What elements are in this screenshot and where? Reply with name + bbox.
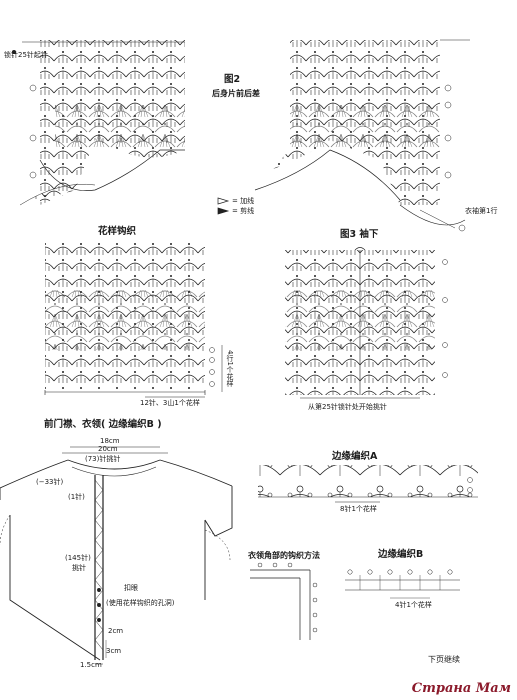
fig2-left-panel — [19, 40, 185, 206]
sleeve-start-label: 衣袖第1行 — [465, 207, 498, 215]
continue-label: 下页继续 — [428, 655, 460, 664]
border-a-chart — [258, 465, 478, 503]
border-a-title: 边缘编织A — [332, 451, 378, 462]
border-b-chart — [345, 569, 460, 599]
buttonhole-note: (使用花样钩织的孔洞) — [106, 599, 175, 607]
pick-145b-label: 挑针 — [72, 564, 86, 572]
fig3-note: 从第25针锁针处开始挑针 — [308, 403, 387, 411]
one-stitch-label: (1针) — [68, 493, 85, 501]
minus-33-label: (−33针) — [36, 478, 64, 486]
front-collar-schematic — [0, 446, 233, 665]
fig3-title: 图3 袖下 — [340, 229, 379, 240]
pattern-repeat-label: 12针、3山1个花样 — [140, 399, 200, 407]
dim-3cm: 3cm — [106, 647, 122, 655]
pattern-title: 花样钩织 — [98, 226, 137, 237]
border-b-title: 边缘编织B — [378, 549, 424, 560]
border-b-repeat-label: 4针1个花样 — [395, 601, 432, 609]
pick-145-label: (145针) — [65, 554, 91, 562]
pick-73-label: (73)针挑针 — [85, 455, 121, 463]
dim-18cm: 18cm — [100, 437, 120, 445]
fig2-right-panel — [254, 39, 470, 229]
fig2-title: 图2 — [224, 74, 241, 85]
pattern-stitch-chart — [44, 240, 223, 398]
border-a-repeat-label: 8针1个花样 — [340, 505, 377, 513]
legend-add-label: = 加线 — [232, 197, 255, 205]
legend-symbols — [217, 197, 230, 215]
fig3-sleeve-chart — [285, 247, 448, 399]
corner-title: 衣领角部的钩织方法 — [248, 551, 320, 560]
start-chain-label: 锁针25针起针 — [4, 51, 48, 59]
front-band-title: 前门襟、衣领( 边缘编织B ) — [44, 419, 162, 430]
corner-chart — [250, 562, 318, 640]
fig2-subtitle: 后身片前后差 — [212, 89, 260, 98]
dim-1-5cm: 1.5cm — [80, 661, 102, 669]
legend-cut-label: = 剪线 — [232, 207, 255, 215]
dim-20cm: 20cm — [98, 445, 118, 453]
pattern-rows-label: 4行1个花样 — [226, 350, 234, 387]
fig2-row-markers — [12, 50, 466, 232]
dim-2cm: 2cm — [108, 627, 124, 635]
buttonhole-label: 扣眼 — [124, 584, 138, 592]
watermark-logo: Страна Мам — [411, 681, 511, 696]
